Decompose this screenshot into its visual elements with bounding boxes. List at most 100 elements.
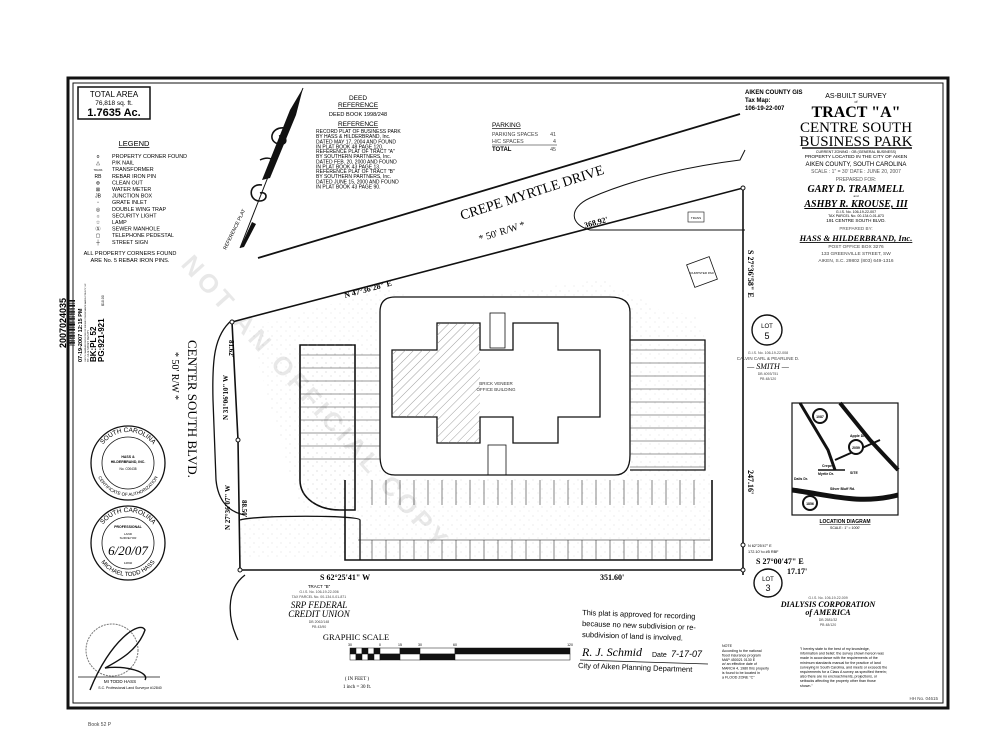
barcode-bar [68, 317, 75, 319]
sheet-border [66, 76, 950, 710]
gis-line-2: Tax Map: [745, 98, 771, 104]
surveyor-certification: "I hereby state to the best of my knowle… [800, 647, 938, 701]
recording-page: PG:921-921 [97, 318, 106, 362]
tax-parcel: TAX PARCEL No. 00-134.0-01-873 [828, 214, 884, 218]
deed-title-1: DEED [349, 95, 367, 102]
deed-title-2: REFERENCE [338, 102, 379, 109]
seal-1-firm-2: HILDERBRAND, INC. [111, 460, 146, 464]
barcode-bar [68, 319, 75, 320]
planner-signature: R. J. Schmid [581, 645, 643, 659]
total-area-sqft: 76,818 sq. ft. [95, 100, 133, 107]
street-label: Myrtle Dr. [818, 472, 834, 476]
book-page-footer: Book 52 P [88, 722, 112, 728]
barcode-bar [68, 336, 75, 338]
north-arrow-icon: REFERENCE PLAT [222, 87, 304, 251]
route-label: 1087 [816, 415, 824, 419]
legend-item-label: SECURITY LIGHT [112, 213, 157, 219]
scale-segment [454, 653, 571, 661]
tract-b-tax: TAX PARCEL No. 00-134.0-01-871 [292, 595, 346, 599]
approval-line-1: This plat is approved for recording [582, 608, 696, 621]
center-south-blvd: CENTER SOUTH BLVD. * 50' R/W * [169, 319, 246, 641]
seal-1-firm-1: HASS & [121, 455, 135, 459]
tract-b-name-2: CREDIT UNION [288, 609, 351, 619]
reference-line: BY SOUTHERN PARTNERS, Inc. [316, 174, 391, 180]
barcode-bar [68, 322, 75, 324]
prepared-by-label: PREPARED BY: [839, 226, 872, 231]
legend-symbol-icon: ☼ [96, 213, 101, 219]
legend-symbol-icon: TRANS [94, 168, 103, 172]
approval-date-label: Date [652, 652, 667, 659]
lot-5-label: LOT [761, 324, 773, 330]
certification-line: information and belief, the survey shown… [800, 652, 884, 656]
recording-book: BK:PL 52 [89, 326, 98, 362]
barcode-bar [68, 325, 75, 327]
reference-line: DATED FEB. 20, 2000 AND FOUND [316, 159, 397, 165]
lot-3-number: 3 [765, 583, 770, 593]
gis-line-3: 106-19-22-007 [745, 106, 785, 112]
barcode-bar [68, 332, 75, 333]
legend-item-label: TELEPHONE PEDESTAL [112, 233, 174, 239]
client-2: ASHBY R. KROUSE, III [803, 199, 908, 210]
certification-line: minimum standards manual for the practic… [800, 661, 881, 665]
legend-symbol-icon: Ⓢ [95, 226, 100, 233]
parking-row-value: 4 [553, 139, 556, 145]
legend-symbol-icon: ⊠ [96, 187, 100, 193]
tract-title: TRACT "A" [811, 104, 900, 121]
west-distance-1: 81.62' [227, 340, 235, 358]
certification-line: made in accordance with the requirements… [800, 656, 878, 660]
property-lines [229, 185, 746, 575]
parking-total-label: TOTAL [492, 147, 512, 153]
legend-note-2: ARE No. 5 REBAR IRON PINS. [91, 258, 170, 264]
legend-symbol-icon: o [97, 154, 100, 160]
recording-datetime: 07-19-2007 12:15 PM [78, 308, 84, 362]
barcode-bar [68, 330, 75, 331]
lot-5-name: — SMITH — [746, 362, 790, 371]
east-distance: 247.16' [746, 470, 755, 494]
certification-line: setbacks affecting the property other th… [800, 679, 876, 683]
fee-label: PLAIN RECORDING FEES [69, 308, 73, 345]
scale-segment [454, 647, 571, 655]
scale-tick-label: 15 [398, 643, 402, 647]
lot-5-db: DB 4093/751 [758, 372, 778, 376]
approval-line-3: subdivision of land is involved. [582, 630, 683, 643]
approval-date: 7-17-07 [671, 649, 703, 659]
north-distance: 368.92' [583, 215, 609, 230]
note-title: NOTE [722, 644, 733, 648]
barcode-bar [68, 300, 75, 302]
legend-item-label: DOUBLE WING TRAP [112, 207, 167, 213]
note-line: According to the national [722, 649, 762, 653]
legend-symbol-icon: ▫ [97, 200, 99, 206]
reference-line: DATED MAY 17, 2004 AND FOUND [316, 139, 396, 145]
graphic-scale-units: ( IN FEET ) [345, 677, 370, 682]
legend-item-label: REBAR IRON PIN [112, 174, 156, 180]
firm-address-2: 133 GREENVILLE STREET, SW [821, 251, 891, 257]
prepared-for-label: PREPARED FOR: [836, 177, 876, 183]
note-line: is found to be located in [722, 671, 760, 675]
legend-symbol-icon: ┼ [95, 239, 100, 246]
barcode-bar [68, 301, 75, 303]
dumpster-label: DUMPSTER PAD [690, 271, 714, 275]
barcode-bar [68, 335, 75, 337]
scale-segment [355, 653, 363, 661]
fee-amount: $10.00 [101, 295, 105, 306]
legend-item-label: TRANSFORMER [112, 167, 154, 173]
survey-type: AS-BUILT SURVEY [825, 93, 887, 100]
barcode-bar [68, 314, 75, 315]
barcode-bar [68, 333, 75, 335]
location-diagram: 1087 2059 1856 Crepe Myrtle Dr. SITE Dal… [791, 401, 900, 530]
scale-segment [367, 653, 375, 661]
parking-row-value: 41 [550, 132, 556, 138]
certification-line: also there are no encroachments, project… [800, 675, 878, 679]
reference-title: REFERENCE [338, 121, 379, 128]
legend-item-label: P/K NAIL [112, 161, 134, 167]
legend-symbol-icon: JB [95, 194, 102, 200]
lot-3-name-2: of AMERICA [805, 608, 851, 617]
reference-line: BY SOUTHERN PARTNERS, Inc. [316, 154, 391, 160]
legend-symbol-icon: ☆ [96, 220, 101, 226]
west-distance-2: 88.50' [240, 500, 248, 518]
building-label-2: OFFICE BUILDING [476, 387, 516, 392]
building: BRICK VENEER OFFICE BUILDING [391, 312, 601, 476]
lot-5-gis: G.I.S. No. 106-19-22-008 [748, 351, 788, 355]
seal-2-signature-date: 6/20/07 [108, 543, 148, 558]
